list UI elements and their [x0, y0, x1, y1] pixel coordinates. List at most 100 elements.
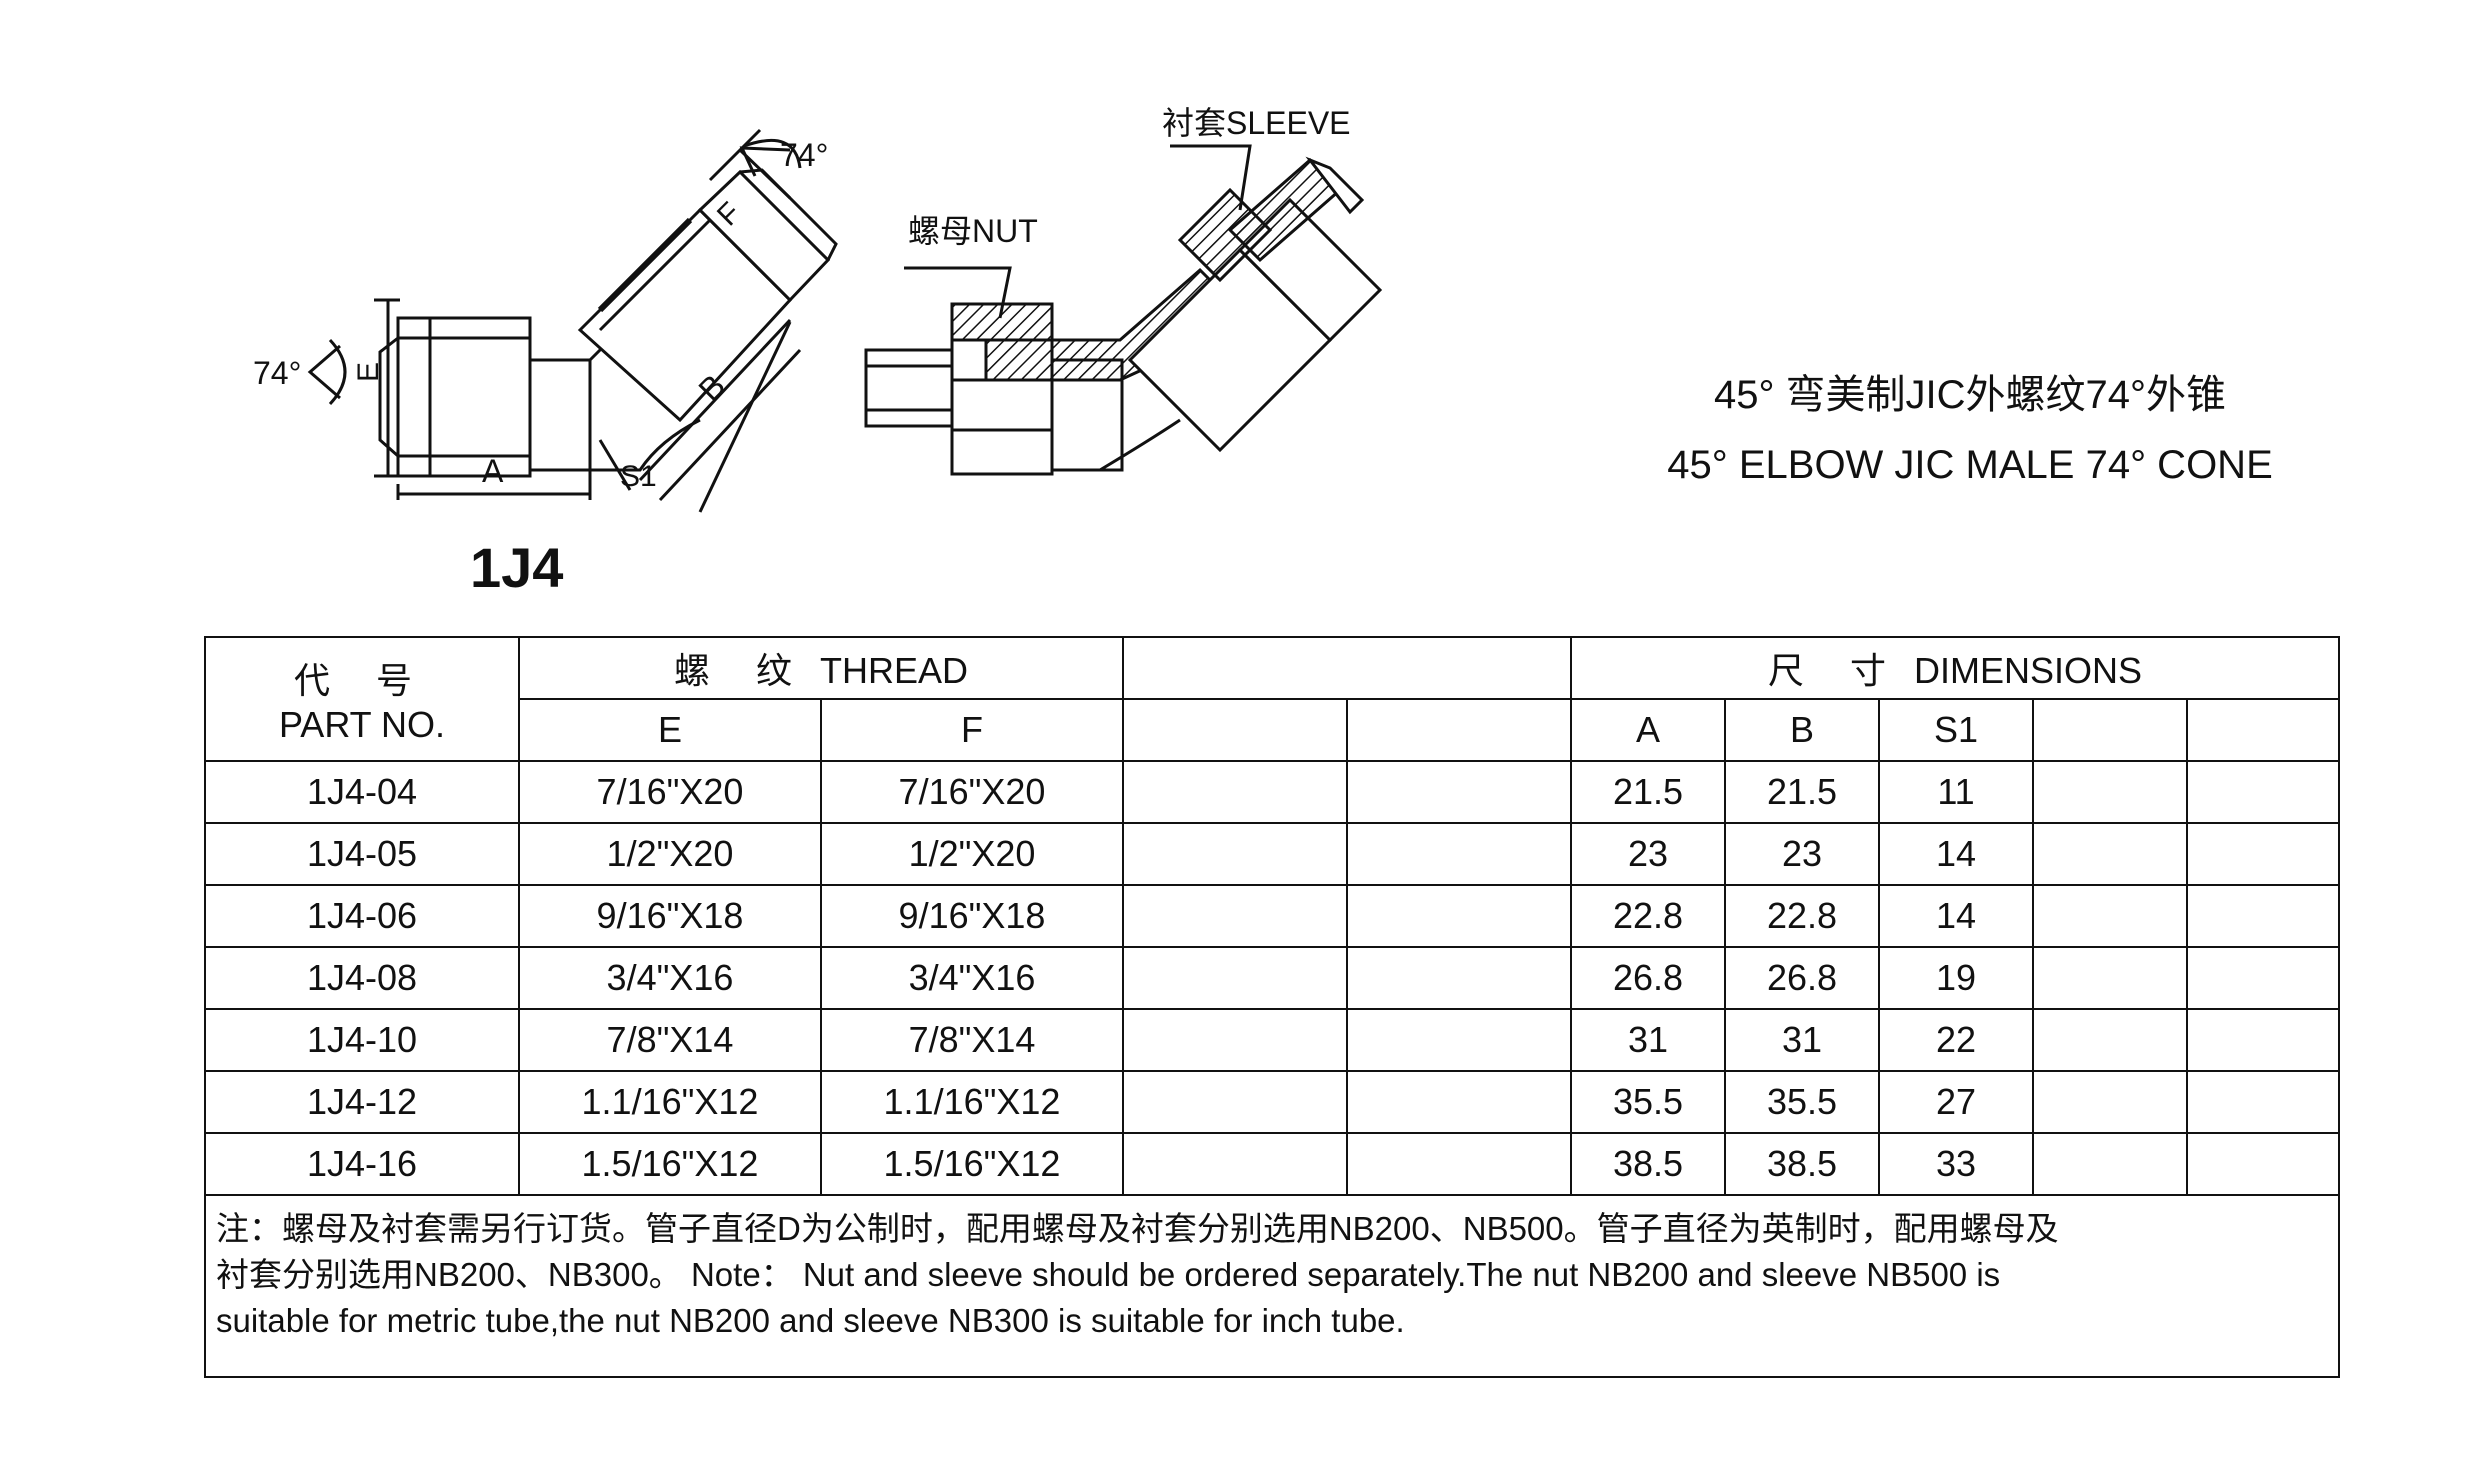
header-b: B	[1724, 698, 1881, 762]
cell-empty	[1346, 884, 1573, 948]
cell-a: 26.8	[1570, 946, 1727, 1010]
cell-a: 23	[1570, 822, 1727, 886]
cell-empty	[2032, 760, 2189, 824]
cell-part: 1J4-06	[204, 884, 520, 948]
cell-empty	[2032, 884, 2189, 948]
cell-empty	[1346, 822, 1573, 886]
cell-empty	[2186, 1132, 2341, 1196]
cell-s1: 33	[1878, 1132, 2035, 1196]
header-blank	[1122, 636, 1573, 700]
cell-empty	[2032, 1070, 2189, 1134]
cell-s1: 14	[1878, 822, 2035, 886]
cell-s1: 27	[1878, 1070, 2035, 1134]
note-line-3: suitable for metric tube,the nut NB200 a…	[216, 1302, 1405, 1339]
cell-b: 23	[1724, 822, 1881, 886]
table-header-row-1: 代 号 PART NO. 螺 纹 THREAD 尺 寸 DIMENSIONS	[204, 636, 2341, 762]
header-part-no-cn: 代 号	[293, 660, 430, 701]
header-dimensions-en: DIMENSIONS	[1914, 650, 2143, 691]
cell-f: 7/16"X20	[819, 760, 1125, 824]
note-line-2: 衬套分别选用NB200、NB300。 Note： Nut and sleeve …	[216, 1256, 2001, 1293]
header-empty	[2032, 698, 2189, 762]
cell-empty	[2186, 1070, 2341, 1134]
header-empty	[1346, 698, 1573, 762]
cell-empty	[2186, 946, 2341, 1010]
header-s1: S1	[1878, 698, 2035, 762]
cell-s1: 14	[1878, 884, 2035, 948]
cell-empty	[1122, 1070, 1349, 1134]
cell-b: 38.5	[1724, 1132, 1881, 1196]
product-title-cn: 45° 弯美制JIC外螺纹74°外锥	[1713, 373, 2227, 417]
cell-a: 35.5	[1570, 1070, 1727, 1134]
cell-a: 31	[1570, 1008, 1727, 1072]
cell-a: 22.8	[1570, 884, 1727, 948]
cell-part: 1J4-10	[204, 1008, 520, 1072]
cell-part: 1J4-12	[204, 1070, 520, 1134]
cell-empty	[1122, 946, 1349, 1010]
cell-empty	[1122, 1132, 1349, 1196]
cell-empty	[1346, 1070, 1573, 1134]
header-a: A	[1570, 698, 1727, 762]
cell-empty	[1122, 1008, 1349, 1072]
note-cell: 注：螺母及衬套需另行订货。管子直径D为公制时，配用螺母及衬套分别选用NB200、…	[203, 1194, 2341, 1378]
cell-empty	[1122, 884, 1349, 948]
cell-b: 21.5	[1724, 760, 1881, 824]
cell-e: 7/8"X14	[518, 1008, 822, 1072]
cell-e: 1.1/16"X12	[518, 1070, 822, 1134]
cell-a: 38.5	[1570, 1132, 1727, 1196]
cell-part: 1J4-08	[204, 946, 520, 1010]
dim-a-label: A	[482, 453, 504, 489]
cell-b: 31	[1724, 1008, 1881, 1072]
cell-s1: 11	[1878, 760, 2035, 824]
cell-empty	[1346, 760, 1573, 824]
product-title-en: 45° ELBOW JIC MALE 74° CONE	[1667, 443, 2273, 487]
cell-e: 3/4"X16	[518, 946, 822, 1010]
cell-f: 1.1/16"X12	[819, 1070, 1125, 1134]
cell-empty	[2032, 1008, 2189, 1072]
cell-empty	[1346, 1132, 1573, 1196]
cell-empty	[2186, 760, 2341, 824]
note-row: 注：螺母及衬套需另行订货。管子直径D为公制时，配用螺母及衬套分别选用NB200、…	[203, 1194, 2341, 1378]
cell-b: 35.5	[1724, 1070, 1881, 1134]
cell-e: 1.5/16"X12	[518, 1132, 822, 1196]
sleeve-label: 衬套SLEEVE	[1162, 105, 1351, 141]
cell-empty	[2186, 1008, 2341, 1072]
table-header-row-2: E F A B S1	[205, 698, 2341, 762]
cell-empty	[2032, 822, 2189, 886]
cell-empty	[2186, 822, 2341, 886]
spec-table: 代 号 PART NO. 螺 纹 THREAD 尺 寸 DIMENSIONS E…	[203, 636, 2341, 1378]
cell-empty	[2032, 946, 2189, 1010]
header-dimensions: 尺 寸 DIMENSIONS	[1570, 636, 2341, 700]
header-thread-en: THREAD	[820, 650, 969, 691]
cell-empty	[1346, 946, 1573, 1010]
header-e: E	[518, 698, 822, 762]
cell-b: 26.8	[1724, 946, 1881, 1010]
cell-part: 1J4-16	[204, 1132, 520, 1196]
note-line-1: 注：螺母及衬套需另行订货。管子直径D为公制时，配用螺母及衬套分别选用NB200、…	[216, 1210, 2059, 1247]
assembly-section-drawing	[864, 144, 1383, 476]
cell-e: 7/16"X20	[518, 760, 822, 824]
cell-s1: 19	[1878, 946, 2035, 1010]
cell-s1: 22	[1878, 1008, 2035, 1072]
cell-part: 1J4-04	[204, 760, 520, 824]
elbow-outline-drawing	[307, 128, 838, 513]
cell-empty	[2186, 884, 2341, 948]
header-dimensions-cn: 尺 寸	[1768, 650, 1905, 691]
cell-f: 1.5/16"X12	[819, 1132, 1125, 1196]
cell-part: 1J4-05	[204, 822, 520, 886]
cell-f: 7/8"X14	[819, 1008, 1125, 1072]
cell-b: 22.8	[1724, 884, 1881, 948]
nut-label: 螺母NUT	[908, 213, 1038, 249]
header-part-no-en: PART NO.	[278, 704, 446, 745]
header-thread-cn: 螺 纹	[673, 650, 810, 691]
cell-empty	[2032, 1132, 2189, 1196]
header-empty	[1122, 698, 1349, 762]
cell-f: 3/4"X16	[819, 946, 1125, 1010]
part-code: 1J4	[470, 536, 564, 599]
cell-e: 1/2"X20	[518, 822, 822, 886]
